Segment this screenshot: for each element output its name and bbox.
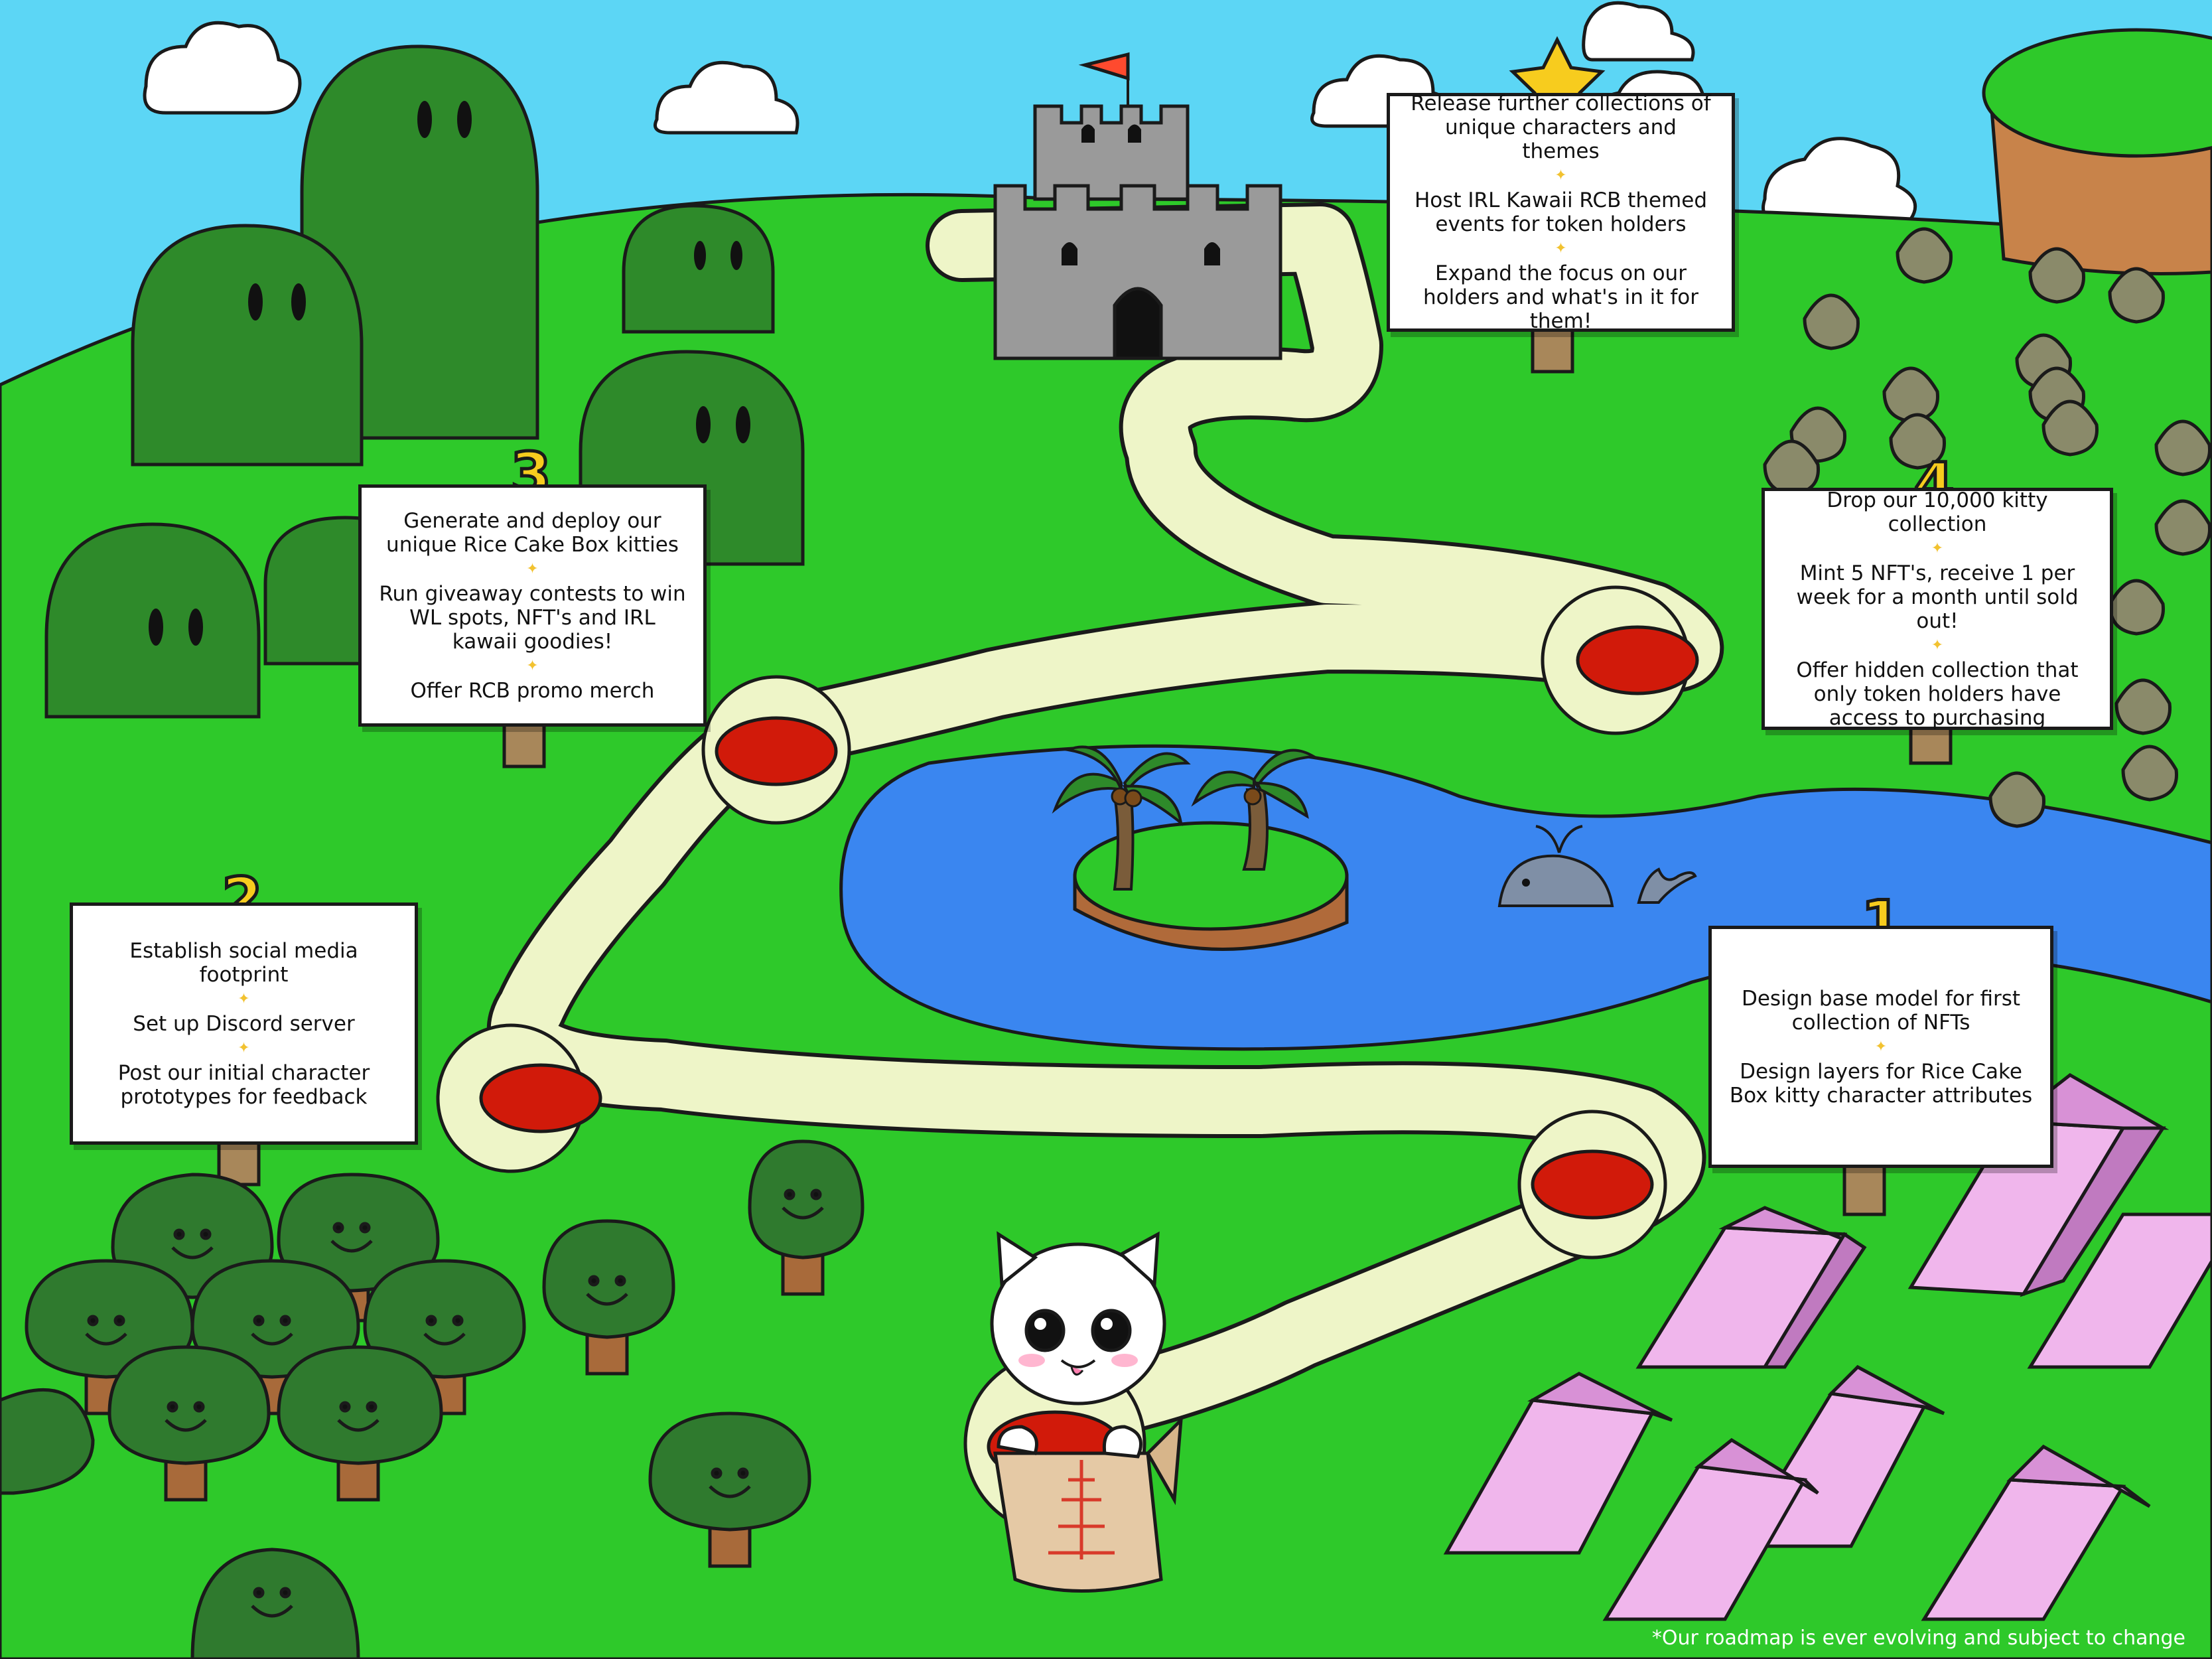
roadmap-sign-milestone-3: Generate and deploy our unique Rice Cake…: [358, 484, 707, 727]
kitty-ear: [997, 1231, 1038, 1287]
separator-sparkle-icon: ✦: [1931, 636, 1944, 654]
castle-tower: [1033, 104, 1190, 201]
milestone-4-item: Offer hidden collection that only token …: [1796, 658, 2079, 730]
roadmap-sign-final-star: Release further collections of unique ch…: [1387, 92, 1735, 333]
kitty-character[interactable]: [990, 1231, 1184, 1593]
stepping-stone[interactable]: [479, 1063, 602, 1133]
milestone-1-item: Design layers for Rice Cake Box kitty ch…: [1729, 1059, 2033, 1108]
separator-sparkle-icon: ✦: [526, 560, 539, 577]
crystal: [1602, 1437, 1819, 1621]
separator-sparkle-icon: ✦: [526, 657, 539, 674]
hill-eye: [291, 283, 306, 321]
mesa-cliff: [1982, 28, 2212, 275]
cloud: [143, 21, 302, 115]
tree: [748, 1139, 864, 1296]
hill-eye: [696, 406, 711, 443]
roadmap-sign-milestone-1: Design base model for first collection o…: [1708, 926, 2053, 1168]
flag-icon: [1078, 52, 1130, 81]
stepping-stones: [436, 585, 1699, 1535]
milestone-3-item: Offer RCB promo merch: [410, 678, 655, 703]
separator-sparkle-icon: ✦: [1555, 167, 1567, 184]
milestone-1-item: Design base model for first collection o…: [1741, 986, 2021, 1035]
final-milestone-item: Host IRL Kawaii RCB themed events for to…: [1414, 188, 1708, 236]
palm-island: [1052, 745, 1349, 951]
hill-eye: [457, 101, 472, 138]
hill-eye: [694, 241, 706, 270]
castle: [993, 52, 1282, 360]
milestone-4-item: Drop our 10,000 kitty collection: [1827, 488, 2048, 536]
cloud: [1582, 1, 1695, 62]
hill-eye: [188, 609, 203, 646]
milestone-2-item: Establish social media footprint: [129, 938, 358, 987]
cloud: [654, 60, 799, 135]
tree: [648, 1411, 811, 1568]
tree: [190, 1548, 360, 1659]
whale: [1497, 825, 1697, 907]
roadmap-sign-milestone-4: Drop our 10,000 kitty collection ✦ Mint …: [1762, 488, 2113, 730]
stepping-stone[interactable]: [715, 716, 838, 786]
castle-wall: [993, 184, 1282, 360]
kitty-ear: [1118, 1231, 1160, 1288]
tree: [542, 1219, 675, 1376]
final-milestone-item: Expand the focus on our holders and what…: [1423, 261, 1698, 333]
milestone-3-item: Generate and deploy our unique Rice Cake…: [386, 508, 679, 557]
hill: [131, 224, 364, 467]
milestone-4-item: Mint 5 NFT's, receive 1 per week for a m…: [1796, 561, 2079, 633]
hill-eye: [730, 241, 742, 270]
kitty-paw: [997, 1425, 1038, 1455]
tree: [0, 1388, 95, 1495]
separator-sparkle-icon: ✦: [238, 1039, 250, 1056]
crystal: [1443, 1372, 1673, 1555]
stepping-stone[interactable]: [1576, 625, 1699, 695]
hill-eye: [248, 283, 263, 321]
roadmap-sign-milestone-2: Establish social media footprint ✦ Set u…: [70, 902, 418, 1145]
separator-sparkle-icon: ✦: [1555, 240, 1567, 257]
kitty-eye: [1024, 1309, 1066, 1352]
hill-eye: [417, 101, 432, 138]
rice-ball-rocks: [1763, 227, 2211, 828]
final-milestone-item: Release further collections of unique ch…: [1411, 92, 1711, 163]
milestone-2-item: Post our initial character prototypes fo…: [117, 1060, 370, 1109]
kitty-eye: [1091, 1309, 1132, 1352]
separator-sparkle-icon: ✦: [238, 990, 250, 1007]
pagoda-icon: [1048, 1460, 1115, 1559]
stepping-stone[interactable]: [1531, 1149, 1654, 1220]
crystal: [1635, 1206, 1867, 1369]
separator-sparkle-icon: ✦: [1874, 1038, 1888, 1055]
castle-door[interactable]: [1113, 287, 1163, 360]
hill-eye: [149, 609, 163, 646]
roadmap-disclaimer: *Our roadmap is ever evolving and subjec…: [1651, 1626, 2185, 1650]
tree: [277, 1345, 443, 1502]
crystal: [2027, 1212, 2212, 1369]
crystal: [1921, 1444, 2151, 1621]
smiling-trees: [0, 1139, 864, 1659]
separator-sparkle-icon: ✦: [1931, 540, 1944, 557]
milestone-2-item: Set up Discord server: [133, 1011, 355, 1036]
pink-crystals: [1443, 1072, 2212, 1621]
tree: [107, 1345, 271, 1502]
kitty-paw: [1102, 1425, 1142, 1459]
rice-cake-box: [993, 1451, 1163, 1593]
hill-eye: [736, 406, 750, 443]
milestone-3-item: Run giveaway contests to win WL spots, N…: [379, 581, 686, 654]
